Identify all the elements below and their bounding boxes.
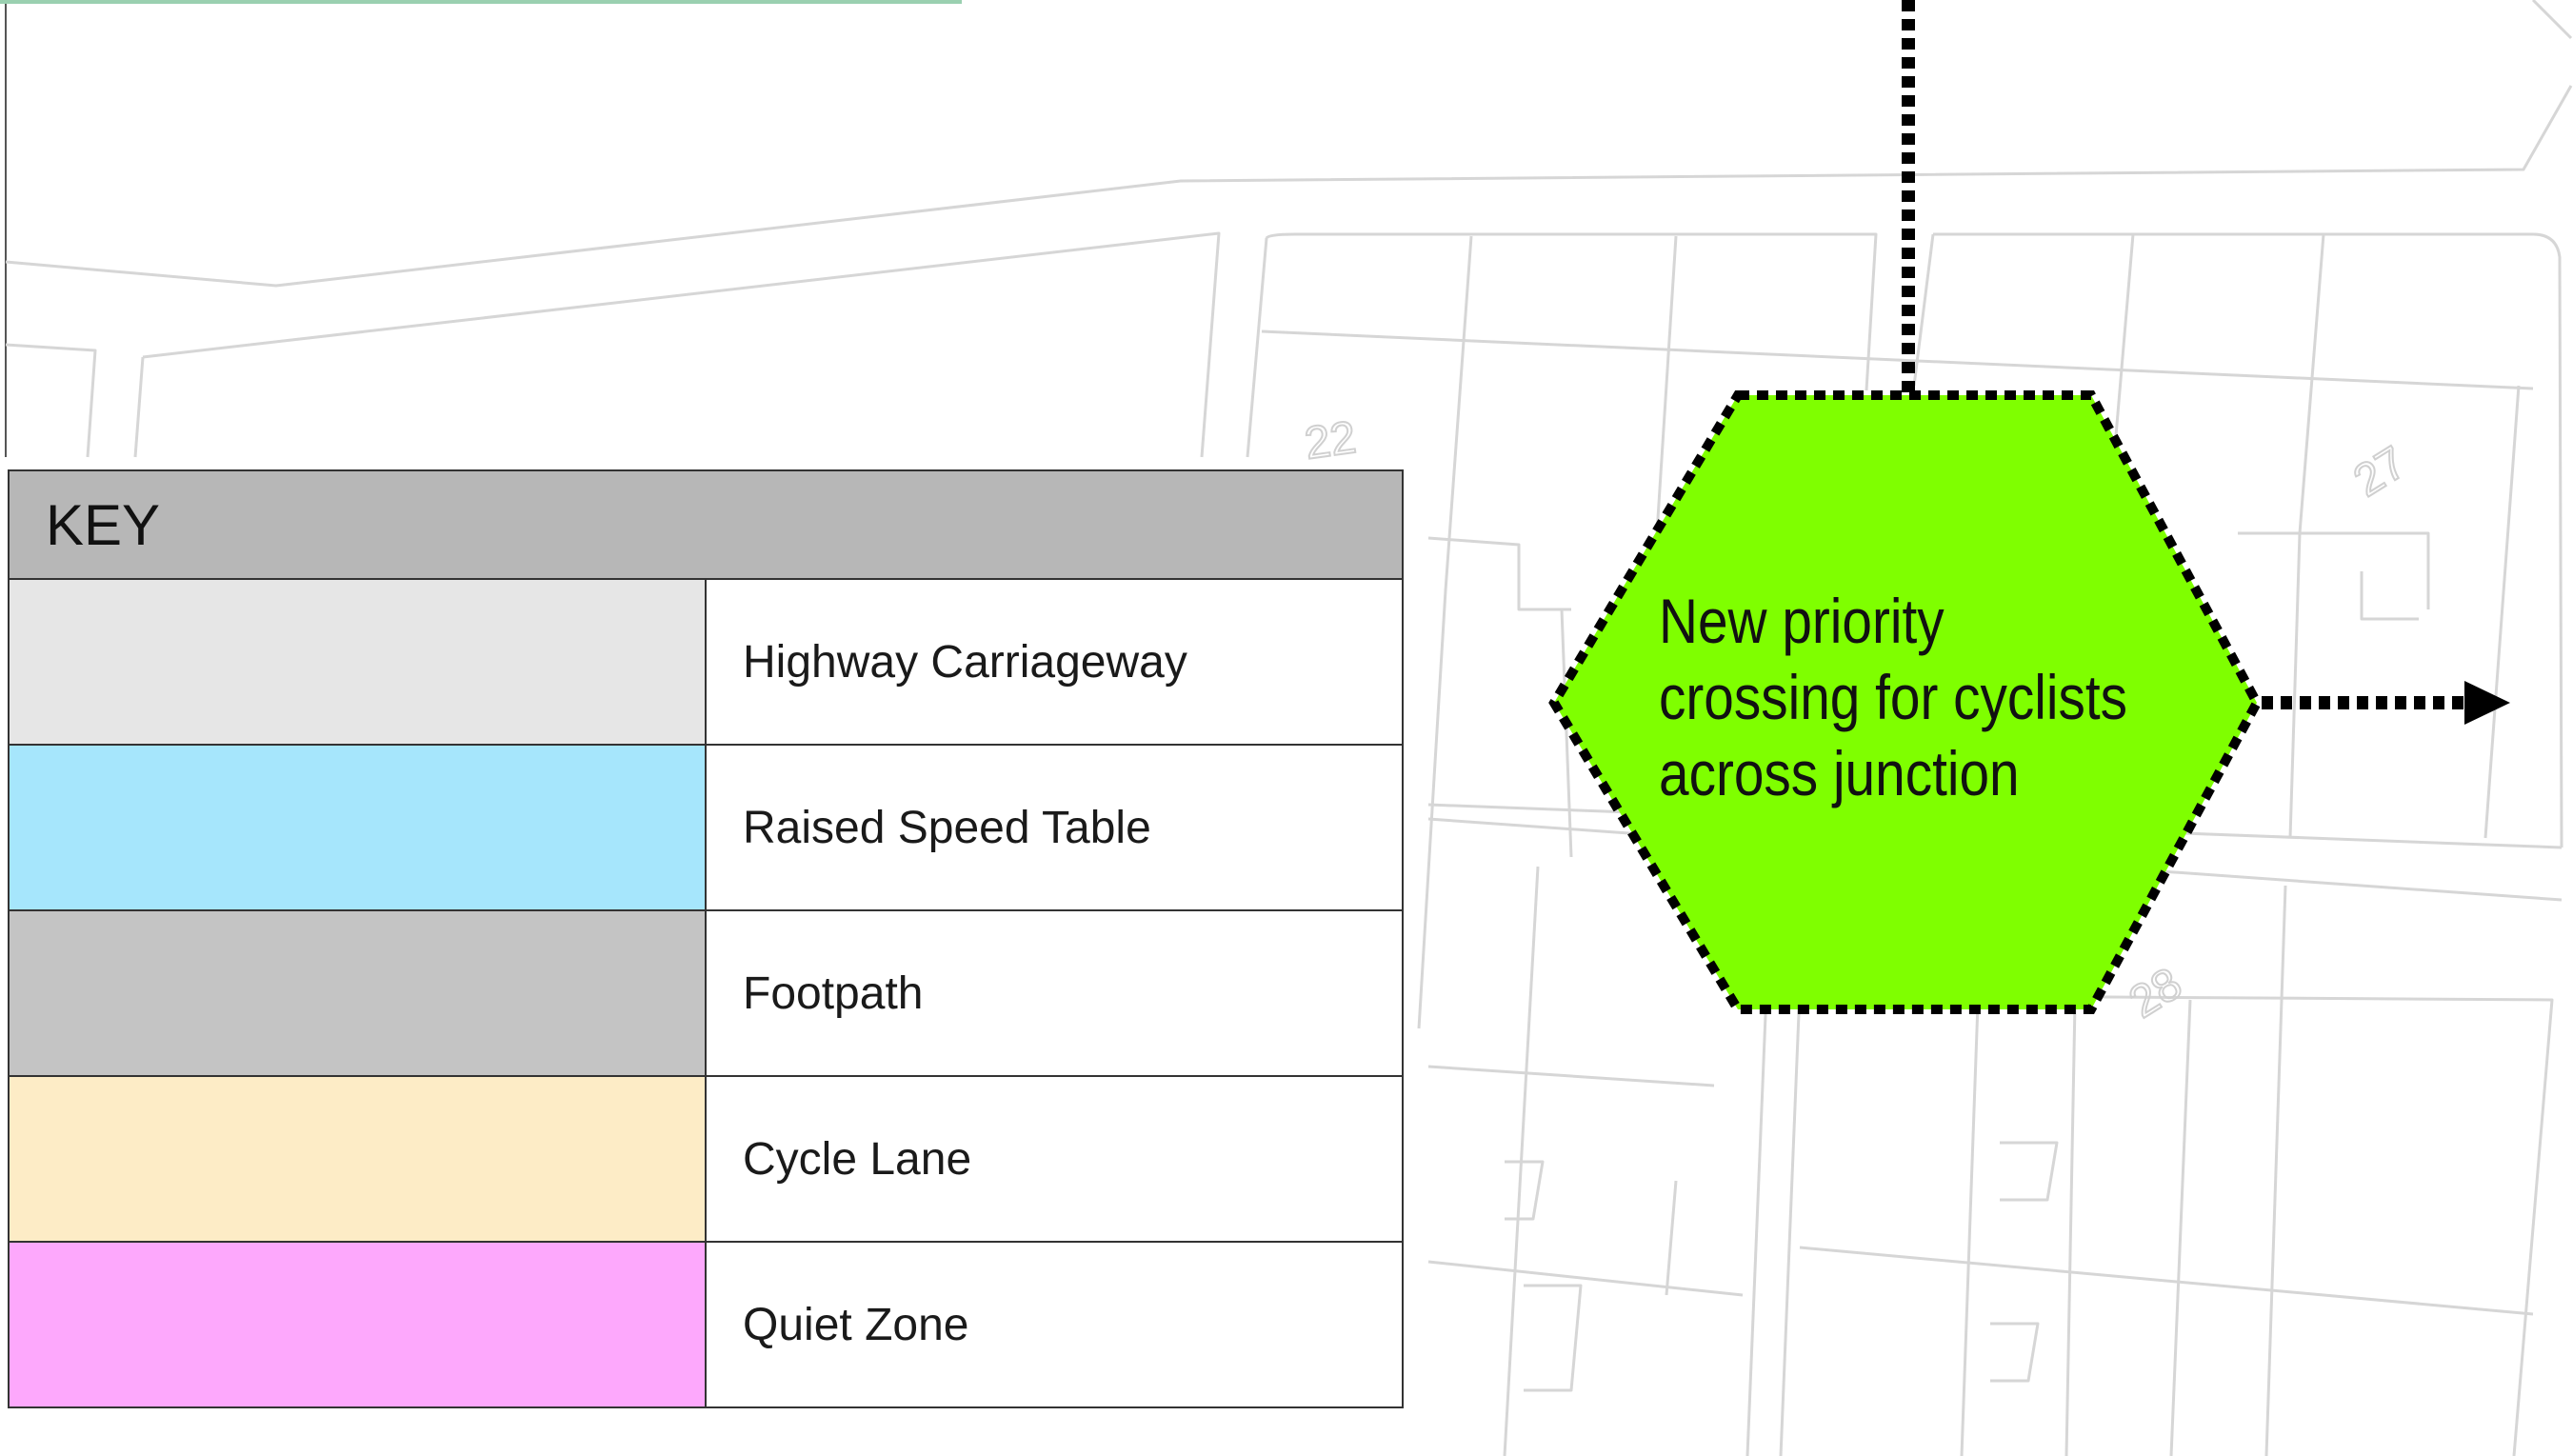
- key-label-raised-speed-table: Raised Speed Table: [705, 744, 1404, 911]
- key-row: Raised Speed Table: [8, 744, 1404, 911]
- key-label-quiet-zone: Quiet Zone: [705, 1241, 1404, 1408]
- key-swatch-footpath: [8, 909, 707, 1077]
- key-row: Quiet Zone: [8, 1241, 1404, 1408]
- key-swatch-cycle-lane: [8, 1075, 707, 1243]
- map-frame: [0, 0, 962, 457]
- key-label-cycle-lane: Cycle Lane: [705, 1075, 1404, 1243]
- key-header: KEY: [8, 469, 1404, 580]
- key-label-footpath: Footpath: [705, 909, 1404, 1077]
- key-swatch-quiet-zone: [8, 1241, 707, 1408]
- key-swatch-raised-speed-table: [8, 744, 707, 911]
- top-strip: [0, 0, 962, 4]
- key-label-highway-carriageway: Highway Carriageway: [705, 578, 1404, 746]
- callout-hexagon: [1548, 390, 2263, 1014]
- house-number-22: 22: [1302, 412, 1359, 469]
- key-row: Footpath: [8, 909, 1404, 1077]
- callout-text: New priority crossing for cyclists acros…: [1659, 586, 2128, 808]
- key-title: KEY: [8, 469, 1404, 580]
- arrow-head-icon: [2464, 681, 2510, 725]
- map-key: KEY Highway Carriageway Raised Speed Tab…: [8, 469, 1404, 1408]
- house-number-27: 27: [2345, 437, 2415, 507]
- key-swatch-highway-carriageway: [8, 578, 707, 746]
- key-row: Highway Carriageway: [8, 578, 1404, 746]
- house-number-28: 28: [2121, 958, 2190, 1027]
- key-row: Cycle Lane: [8, 1075, 1404, 1243]
